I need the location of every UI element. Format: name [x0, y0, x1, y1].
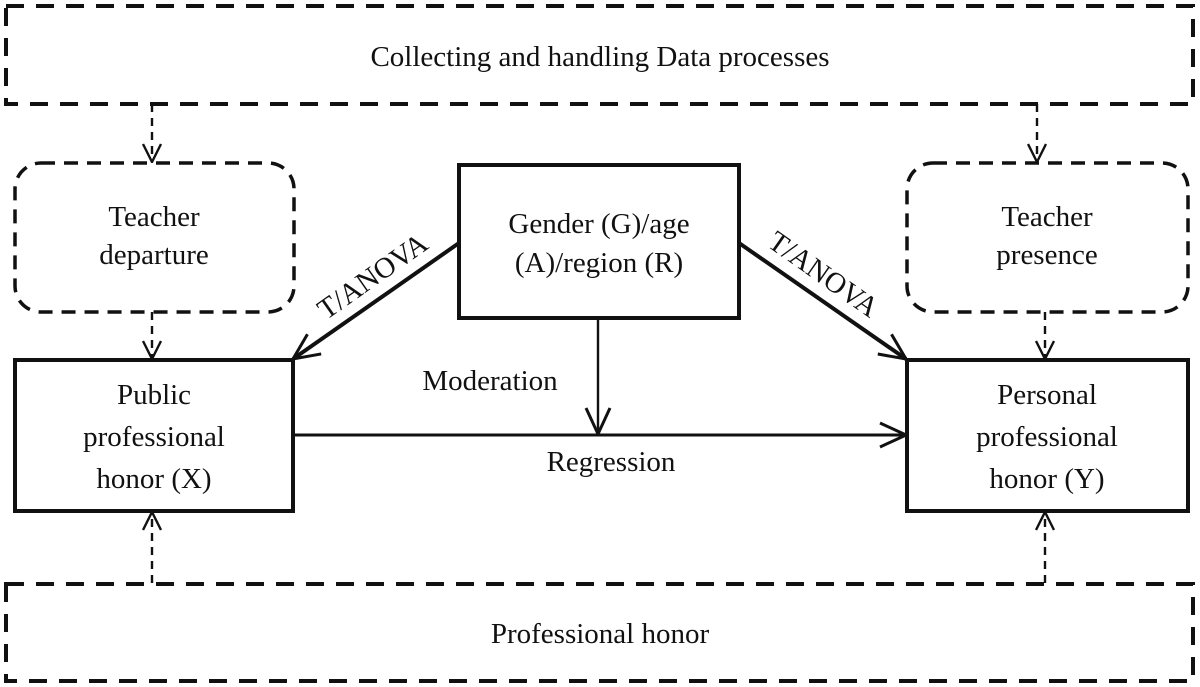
teacher-presence-line-1: Teacher [1001, 201, 1093, 233]
right-tanova-label: T/ANOVA [762, 225, 884, 324]
personal-honor-box: Personal professional honor (Y) [905, 358, 1190, 513]
public-honor-line-3: honor (X) [96, 463, 211, 495]
teacher-departure-box: Teacher departure [13, 161, 296, 314]
left-tanova-label: T/ANOVA [312, 227, 434, 326]
demographics-line-2: (A)/region (R) [515, 247, 683, 279]
personal-honor-line-1: Personal [997, 379, 1097, 411]
personal-honor-line-2: professional [976, 421, 1118, 453]
teacher-presence-box: Teacher presence [905, 161, 1190, 314]
personal-honor-line-3: honor (Y) [989, 463, 1104, 495]
demographics-line-1: Gender (G)/age [508, 208, 689, 240]
demographics-box: Gender (G)/age (A)/region (R) [457, 163, 741, 320]
public-honor-line-1: Public [117, 379, 191, 411]
data-processes-label: Collecting and handling Data processes [370, 41, 829, 73]
moderation-label: Moderation [422, 365, 558, 397]
professional-honor-box: Professional honor [4, 582, 1195, 683]
teacher-departure-line-2: departure [99, 239, 209, 271]
public-honor-box: Public professional honor (X) [13, 358, 295, 513]
teacher-departure-line-1: Teacher [108, 201, 200, 233]
public-honor-line-2: professional [83, 421, 225, 453]
data-processes-box: Collecting and handling Data processes [4, 4, 1195, 106]
regression-label: Regression [547, 446, 676, 478]
professional-honor-label: Professional honor [491, 618, 710, 650]
arrow-demographics-to-personal [737, 241, 906, 359]
arrow-demographics-to-public [293, 241, 461, 359]
teacher-presence-line-2: presence [996, 239, 1097, 271]
